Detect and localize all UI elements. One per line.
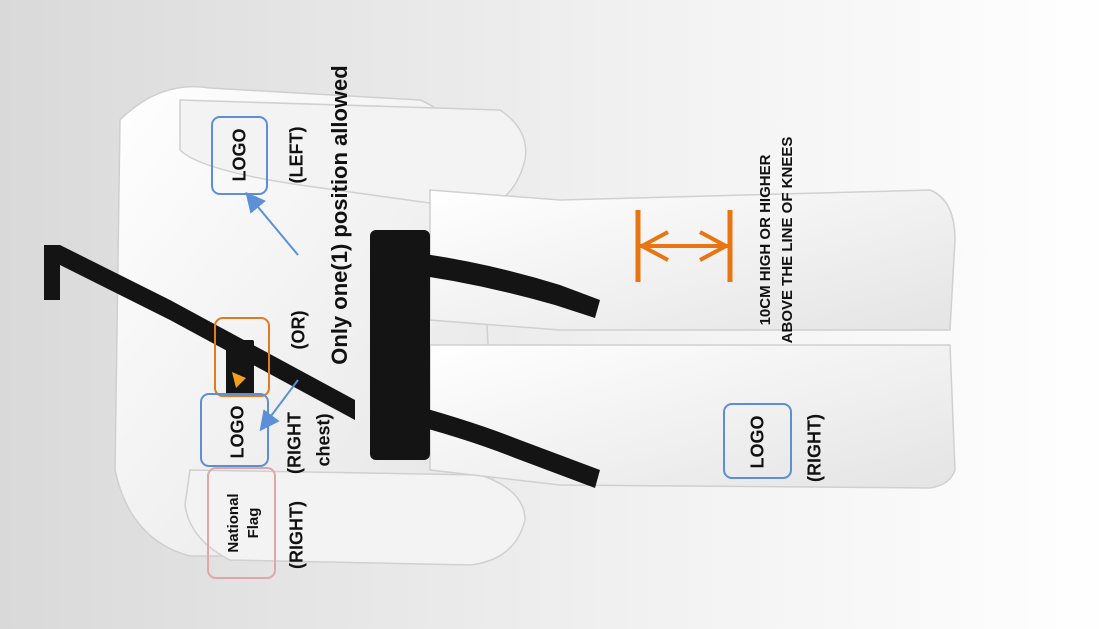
only-one-label: Only one(1) position allowed [328, 65, 352, 364]
collar-left [44, 245, 60, 270]
logo-right-chest-label: LOGO [228, 406, 247, 459]
or-label: (OR) [289, 311, 308, 350]
flag-side-label: (RIGHT) [287, 501, 306, 569]
right-chest-line1: (RIGHT [285, 412, 304, 474]
logo-pants-side-label: (RIGHT) [805, 414, 824, 482]
logo-left-label: LOGO [230, 129, 249, 182]
flag-line2: Flag [246, 508, 262, 539]
logo-pants-label: LOGO [748, 416, 767, 469]
logo-left-side-label: (LEFT) [287, 127, 306, 184]
knee-line1: 10CM HIGH OR HIGHER [758, 155, 774, 326]
chest-patch [226, 340, 254, 395]
pant-leg-lower [430, 345, 955, 488]
flag-line1: National [226, 493, 242, 552]
right-chest-line2: chest) [314, 413, 333, 466]
knee-line2: ABOVE THE LINE OF KNEES [780, 137, 796, 344]
pant-leg-upper [430, 190, 955, 330]
